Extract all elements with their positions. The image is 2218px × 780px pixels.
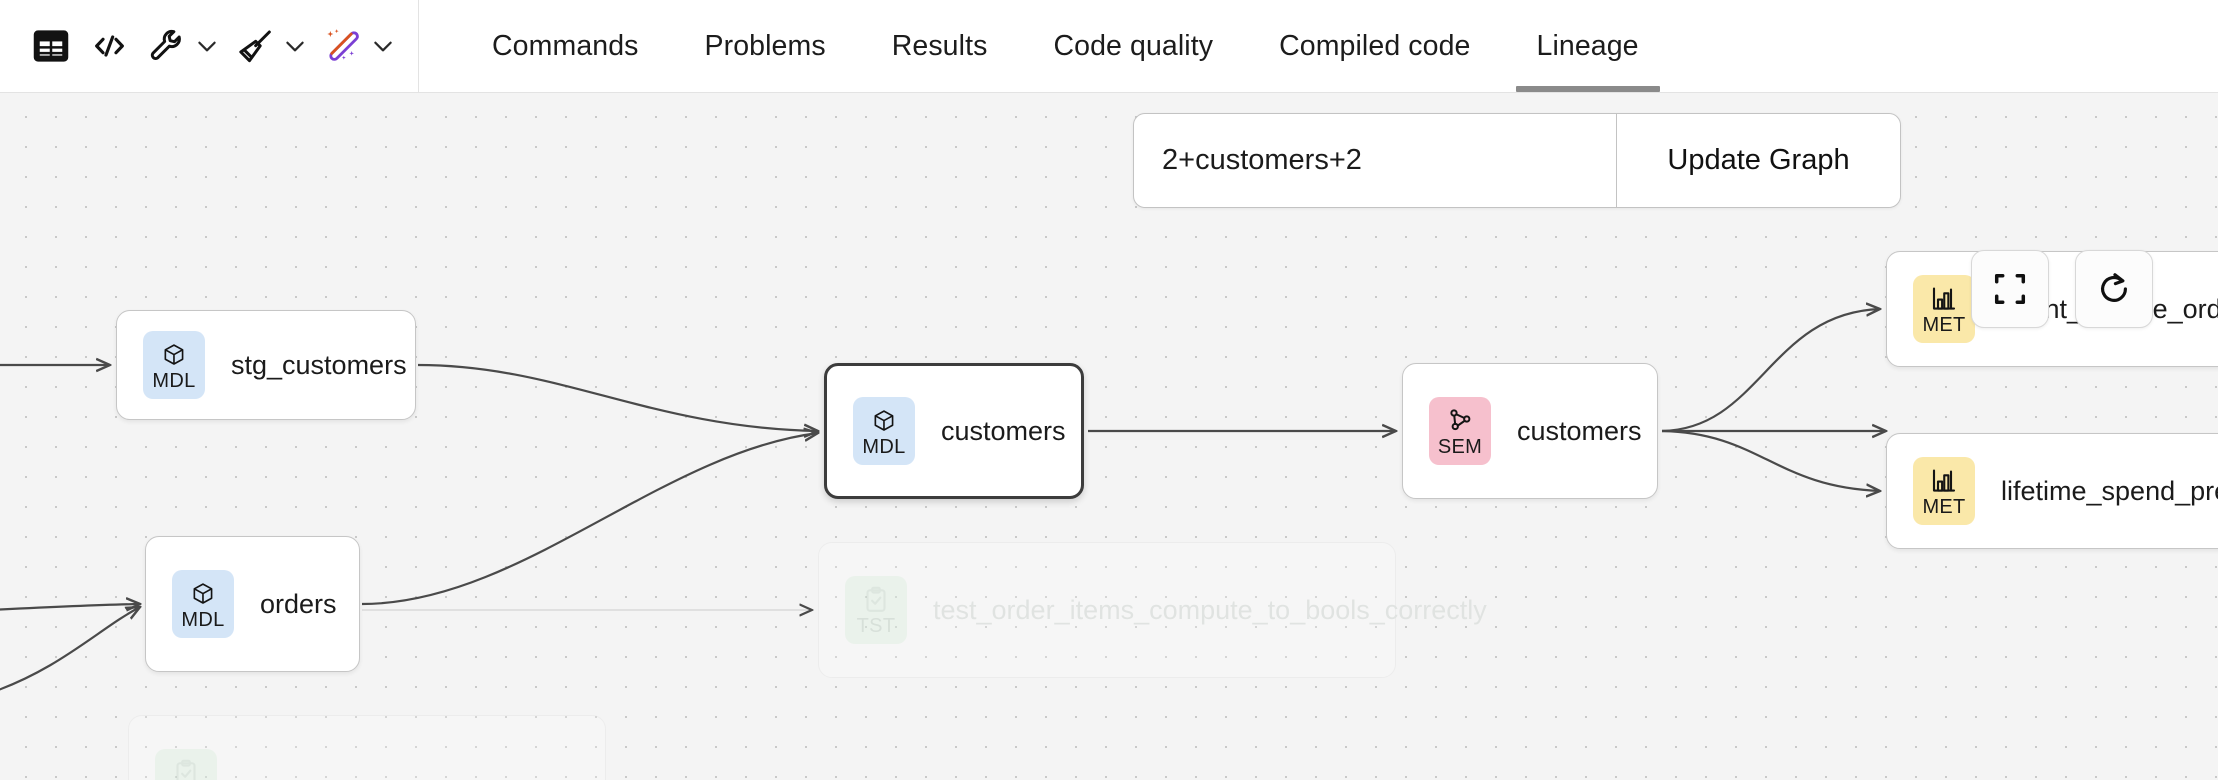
node-label: stg_customers (231, 349, 407, 380)
met-badge: MET (1913, 275, 1975, 343)
tab-problems[interactable]: Problems (672, 0, 859, 92)
node-orders[interactable]: MDL orders (145, 536, 360, 672)
edge-sem-to-lifetime-spend (1661, 429, 1880, 491)
fit-view-button[interactable] (1971, 250, 2049, 328)
mdl-badge: MDL (143, 331, 205, 399)
edge-stg-customers-to-customers (417, 363, 818, 431)
magic-wand-icon[interactable] (316, 17, 370, 75)
node-label: lifetime_spend_preta (2001, 475, 2218, 506)
wrench-icon[interactable] (140, 17, 194, 75)
chevron-down-icon-ai[interactable] (366, 17, 400, 75)
tab-label: Lineage (1536, 29, 1639, 62)
node-count-lifetime-order[interactable]: MET count_lifetime_order (1886, 251, 2218, 367)
tab-label: Results (891, 29, 988, 62)
table-view-icon[interactable] (24, 17, 78, 75)
tab-label: Problems (704, 29, 826, 62)
edge-orders-to-customers (361, 433, 818, 606)
badge-label: MDL (862, 435, 906, 458)
node-label: customers (941, 415, 1066, 446)
badge-label: SEM (1437, 435, 1483, 458)
tab-label: Code quality (1053, 29, 1214, 62)
edge-in-orders-2 (0, 607, 140, 691)
chevron-down-icon-format[interactable] (278, 17, 312, 75)
lineage-edges (0, 93, 2218, 691)
tst-badge: TST (155, 749, 217, 780)
sem-badge: SEM (1429, 397, 1491, 465)
tab-commands[interactable]: Commands (459, 0, 672, 92)
node-label: orders (260, 588, 337, 619)
tab-label: Compiled code (1279, 29, 1471, 62)
badge-label: TST (856, 614, 896, 637)
lineage-selector-input[interactable] (1134, 114, 1616, 207)
node-customers-semantic[interactable]: SEM customers (1402, 363, 1658, 499)
badge-label: MDL (152, 369, 196, 392)
chevron-down-icon-tools[interactable] (190, 17, 224, 75)
met-badge: MET (1913, 457, 1975, 525)
badge-label: MET (1922, 313, 1966, 336)
mdl-badge: MDL (853, 397, 915, 465)
node-customers-model[interactable]: MDL customers (824, 363, 1084, 499)
refresh-button[interactable] (2075, 250, 2153, 328)
broom-icon[interactable] (228, 17, 282, 75)
edge-in-orders-1 (0, 604, 140, 610)
tab-label: Commands (492, 29, 639, 62)
node-stg-customers[interactable]: MDL stg_customers (116, 310, 416, 420)
update-graph-button[interactable]: Update Graph (1616, 114, 1900, 207)
mdl-badge: MDL (172, 570, 234, 638)
tab-compiled-code[interactable]: Compiled code (1246, 0, 1503, 92)
tab-lineage[interactable]: Lineage (1504, 0, 1672, 92)
node-lifetime-spend[interactable]: MET lifetime_spend_preta (1886, 433, 2218, 549)
node-label: test_order_items_compute_to_bools_correc… (933, 594, 1487, 625)
tab-active-underline (1515, 86, 1660, 92)
editor-toolbar (0, 0, 419, 92)
lineage-search-bar: Update Graph (1133, 113, 1901, 208)
node-test-order-items[interactable]: TST test_order_items_compute_to_bools_co… (818, 542, 1487, 678)
edge-sem-to-count-lifetime (1661, 309, 1880, 433)
node-test-partial[interactable]: TST (128, 715, 606, 780)
code-view-icon[interactable] (82, 17, 136, 75)
tab-code-quality[interactable]: Code quality (1020, 0, 1246, 92)
tst-badge: TST (845, 576, 907, 644)
view-tabs: Commands Problems Results Code quality C… (419, 0, 1672, 92)
lineage-canvas[interactable]: MDL stg_customers MDL orders MDL (0, 93, 2218, 780)
tab-results[interactable]: Results (859, 0, 1021, 92)
badge-label: MET (1922, 495, 1966, 518)
app-header: Commands Problems Results Code quality C… (0, 0, 2218, 93)
node-label: customers (1517, 415, 1642, 446)
badge-label: MDL (181, 608, 225, 631)
